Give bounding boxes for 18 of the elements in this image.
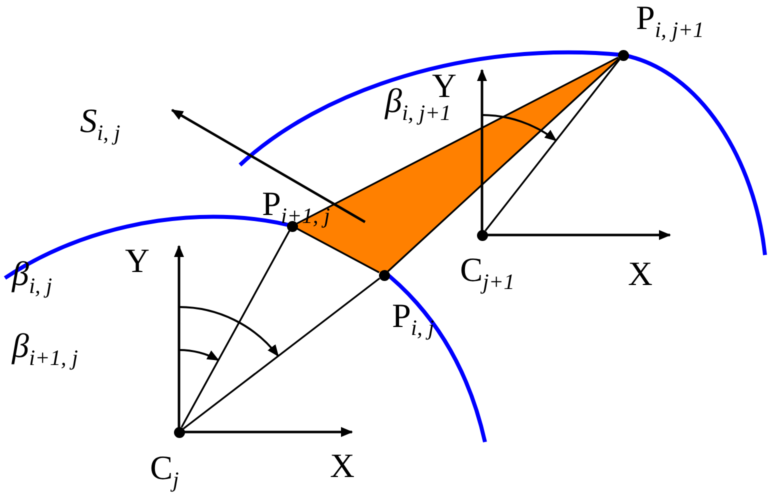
point-dot [618,50,628,60]
point-label: C$_{j+1}$ [460,254,515,293]
point-label: C$_{j}$ [150,452,179,491]
line [182,278,380,430]
line [180,230,290,428]
axis-label: Y [125,245,150,279]
line [387,58,620,272]
axis-label: X [330,450,355,484]
line [296,56,619,224]
point-label: P$_{i, j+1}$ [636,2,704,41]
vector-label: S$_{i, j}$ [80,105,120,144]
axis-label: X [628,258,653,292]
point-dot [174,426,184,438]
line [484,58,620,232]
point-label: P$_{i+1, j}$ [262,188,330,227]
angle-label: β$_{i+1, j}$ [12,330,78,369]
point-dot [476,230,488,240]
line [296,228,380,274]
